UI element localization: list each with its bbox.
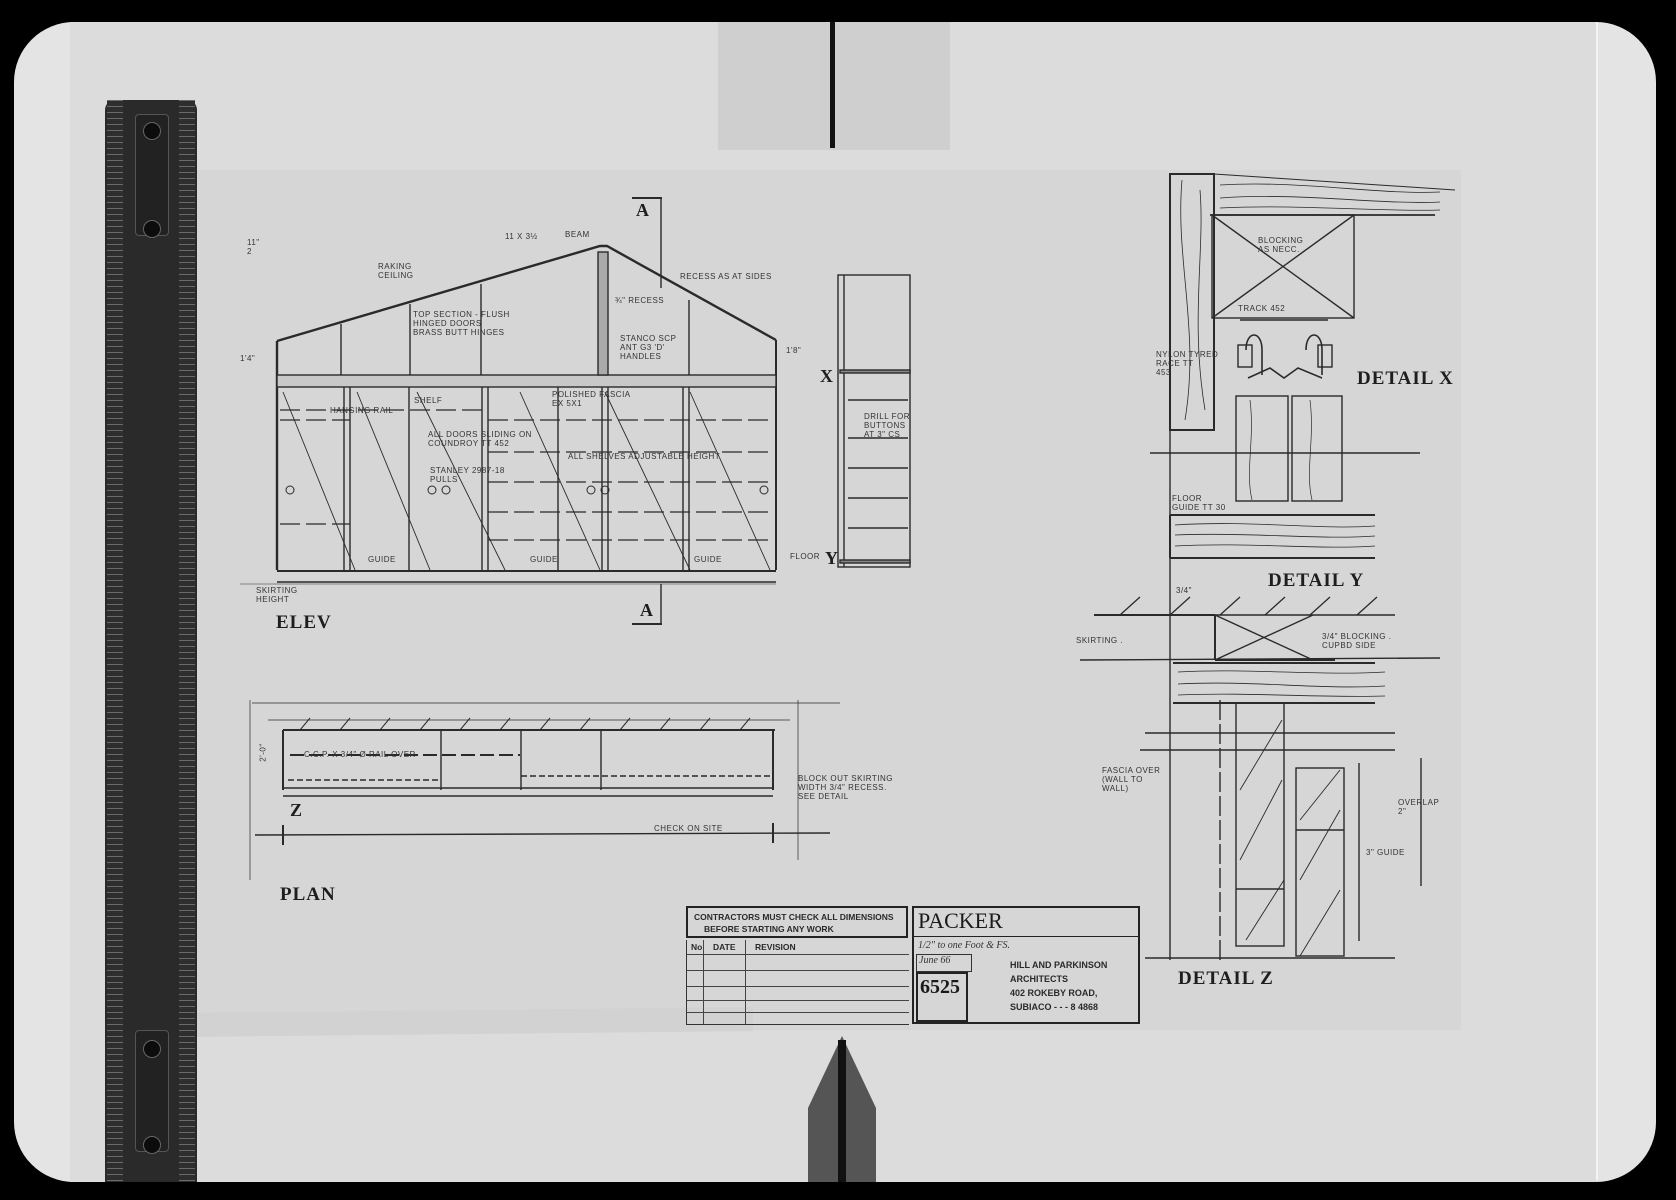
view-label-plan: PLAN [280,884,336,905]
board-edge-line [1596,22,1598,1180]
view-label-detail-z: DETAIL Z [1178,968,1274,989]
note-fascia-over: FASCIA OVER (WALL TO WALL) [1102,766,1161,793]
note-top-section: TOP SECTION - FLUSH HINGED DOORS BRASS B… [413,310,510,337]
plan-drawing [249,700,840,880]
firm-address: 402 ROKEBY ROAD, [1010,988,1098,998]
note-left-dim-2: 1'4" [240,354,256,363]
col-header-revision: REVISION [755,942,796,952]
note-shelves-adjustable: ALL SHELVES ADJUSTABLE HEIGHT [568,452,721,461]
note-recess-sides: RECESS AS AT SIDES [680,272,772,281]
col-header-date: DATE [713,942,736,952]
note-blocking: BLOCKING AS NECC. [1258,236,1304,254]
note-shelf: SHELF [414,396,443,405]
note-guide-2: GUIDE [530,555,558,564]
note-doors-sliding: ALL DOORS SLIDING ON COUNDROY TT 452 [428,430,532,448]
ruler [105,100,197,1182]
job-name: PACKER [918,908,1003,933]
screw-icon [143,1040,161,1058]
note-overlap: OVERLAP 2" [1398,798,1440,816]
col-header-no: No [691,942,703,952]
note-drill-buttons: DRILL FOR BUTTONS AT 3" CS [864,412,910,439]
screw-icon [143,122,161,140]
note-dim-34: 3/4" [1176,586,1192,595]
drawing-sheet [193,170,1461,1030]
note-check-site: CHECK ON SITE [654,824,723,833]
note-floor-guide: FLOOR GUIDE TT 30 [1172,494,1226,512]
note-raking-ceiling: RAKING CEILING [378,262,414,280]
view-label-detail-x: DETAIL X [1357,368,1454,389]
drawing-date: June 66 [916,954,972,972]
detail-marker-y: Y [825,548,839,568]
note-blocking-34: 3/4" BLOCKING . CUPBD SIDE [1322,632,1392,650]
view-label-detail-y: DETAIL Y [1268,570,1365,591]
note-right-dim: 1'8" [786,346,802,355]
drawing-scale: 1/2" to one Foot & FS. [918,940,1010,951]
note-beam-dim: 11 x 3½ [505,232,538,241]
pointer-marker [808,1036,876,1182]
note-skirting: SKIRTING . [1076,636,1124,645]
note-stanco-handles: STANCO SCP ANT G3 'D' HANDLES [620,334,677,361]
project-info: PACKER 1/2" to one Foot & FS. June 66 65… [912,906,1140,1024]
warning-line-2: BEFORE STARTING ANY WORK [704,924,834,934]
note-track: TRACK 452 [1238,304,1286,313]
elevation-drawing [240,197,911,625]
note-polished-fascia: POLISHED FASCIA EX 5x1 [552,390,631,408]
view-label-elev: ELEV [276,612,332,633]
note-left-dim: 11" 2 [247,238,260,256]
section-marker-a-top: A [636,200,650,220]
screw-icon [143,220,161,238]
note-guide-1: GUIDE [368,555,396,564]
architect-firm: HILL AND PARKINSON ARCHITECTS 402 ROKEBY… [1010,958,1107,1014]
note-guide-3in: 3" GUIDE [1366,848,1405,857]
firm-name: HILL AND PARKINSON [1010,960,1108,970]
note-hanging-rail: HANGING RAIL [330,406,394,415]
warning-line-1: CONTRACTORS MUST CHECK ALL DIMENSIONS [694,912,894,922]
note-floor: FLOOR [790,552,821,561]
note-plan-depth: 2'-0" [258,743,268,762]
blocking-section-drawing [1079,596,1441,704]
ruler-scale-right [179,100,195,1182]
screw-icon [143,1136,161,1154]
note-skirting-height: SKIRTING HEIGHT [256,586,298,604]
note-beam: BEAM [565,230,590,239]
detail-z-drawing [1140,700,1422,960]
note-recess: ¾" RECESS [615,296,665,305]
section-marker-a-bottom: A [640,600,654,620]
detail-x-drawing [1169,173,1456,502]
drawing-number: 6525 [916,972,968,1022]
title-block: CONTRACTORS MUST CHECK ALL DIMENSIONS BE… [686,906,1140,1026]
detail-marker-z: Z [290,800,304,820]
top-clip-line [830,22,835,148]
note-nylon: NYLON TYRED RACE TT 453 [1156,350,1219,377]
note-guide-3: GUIDE [694,555,722,564]
firm-type: ARCHITECTS [1010,974,1068,984]
firm-suburb-phone: SUBIACO - - - 8 4868 [1010,1002,1099,1012]
note-stanley-pulls: STANLEY 2987-18 PULLS [430,466,505,484]
detail-marker-x: X [820,366,834,386]
revision-table: No DATE REVISION [686,940,909,1025]
contractor-warning: CONTRACTORS MUST CHECK ALL DIMENSIONS BE… [686,906,908,938]
note-block-out: BLOCK OUT SKIRTING WIDTH 3/4" RECESS. SE… [798,774,893,801]
note-rail: C.C.P. x 3/4" Ø RAIL OVER [304,750,416,759]
detail-y-drawing [1150,430,1420,960]
ruler-scale-left [107,100,123,1182]
